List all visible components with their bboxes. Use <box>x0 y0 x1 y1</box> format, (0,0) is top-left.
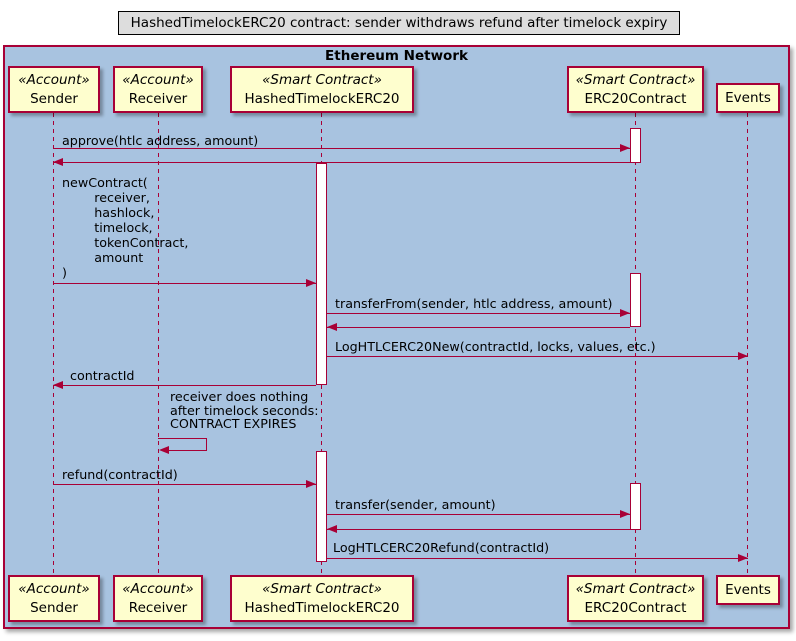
participant-erc20-bottom: «Smart Contract» ERC20Contract <box>567 575 704 622</box>
stereotype-label: «Smart Contract» <box>262 71 382 88</box>
participant-events-top: Events <box>716 83 780 113</box>
participant-name: Receiver <box>128 599 188 616</box>
stereotype-label: «Account» <box>122 71 194 88</box>
stereotype-label: «Smart Contract» <box>262 580 382 597</box>
arrowhead-right-icon <box>306 279 316 287</box>
activation-erc20-approve <box>630 128 641 163</box>
diagram-title-text: HashedTimelockERC20 contract: sender wit… <box>130 15 668 31</box>
message-contractid-label: contractId <box>70 368 135 383</box>
lifeline-receiver <box>158 113 159 575</box>
message-transfer-line <box>327 514 630 515</box>
participant-htlc-top: «Smart Contract» HashedTimelockERC20 <box>230 66 414 113</box>
stereotype-label: «Account» <box>18 580 90 597</box>
message-transferfrom-line <box>327 313 630 314</box>
lifeline-events <box>747 113 748 575</box>
message-contractid-line <box>53 385 316 386</box>
message-refund-line <box>53 484 316 485</box>
stereotype-label: «Account» <box>18 71 90 88</box>
arrowhead-right-icon <box>738 554 748 562</box>
activation-erc20-transferfrom <box>630 273 641 327</box>
participant-name: Receiver <box>128 90 188 107</box>
message-logrefund-label: LogHTLCERC20Refund(contractId) <box>333 540 550 555</box>
stereotype-label: «Smart Contract» <box>575 580 696 597</box>
arrowhead-right-icon <box>620 144 630 152</box>
participant-name: HashedTimelockERC20 <box>244 599 400 616</box>
participant-name: ERC20Contract <box>584 599 687 616</box>
message-transferfrom-label: transferFrom(sender, htlc address, amoun… <box>335 296 613 311</box>
participant-events-bottom: Events <box>716 575 780 605</box>
message-lognew-label: LogHTLCERC20New(contractId, locks, value… <box>335 339 656 354</box>
message-approve-line <box>53 148 630 149</box>
arrowhead-left-icon <box>327 525 337 533</box>
participant-sender-top: «Account» Sender <box>8 66 100 113</box>
arrowhead-right-icon <box>620 510 630 518</box>
participant-name: Events <box>725 89 771 106</box>
message-lognew-line <box>327 356 748 357</box>
self-message-bottom-line <box>163 450 207 451</box>
participant-receiver-bottom: «Account» Receiver <box>113 575 203 622</box>
arrowhead-left-icon <box>53 158 63 166</box>
self-message-right-line <box>206 438 207 451</box>
arrowhead-right-icon <box>738 352 748 360</box>
message-newcontract-line <box>53 283 316 284</box>
message-newcontract-label: newContract( receiver, hashlock, timeloc… <box>62 175 189 280</box>
frame-label: Ethereum Network <box>325 48 468 64</box>
arrowhead-left-icon <box>159 446 169 454</box>
message-transferfrom-return-line <box>327 327 630 328</box>
participant-name: HashedTimelockERC20 <box>244 90 400 107</box>
arrowhead-right-icon <box>306 480 316 488</box>
activation-htlc-refund <box>316 451 327 562</box>
arrowhead-right-icon <box>620 309 630 317</box>
message-refund-label: refund(contractId) <box>62 467 178 482</box>
self-message-top-line <box>158 438 207 439</box>
participant-sender-bottom: «Account» Sender <box>8 575 100 622</box>
participant-name: Events <box>725 581 771 598</box>
arrowhead-left-icon <box>53 381 63 389</box>
stereotype-label: «Smart Contract» <box>575 71 696 88</box>
diagram-title: HashedTimelockERC20 contract: sender wit… <box>118 11 680 35</box>
activation-erc20-transfer <box>630 483 641 530</box>
receiver-timeout-note: receiver does nothing after timelock sec… <box>170 389 319 431</box>
participant-name: Sender <box>30 90 78 107</box>
message-approve-return-line <box>53 162 630 163</box>
message-transfer-return-line <box>327 529 630 530</box>
stereotype-label: «Account» <box>122 580 194 597</box>
arrowhead-left-icon <box>327 323 337 331</box>
participant-name: ERC20Contract <box>584 90 687 107</box>
message-logrefund-line <box>327 558 748 559</box>
lifeline-sender <box>53 113 54 575</box>
activation-htlc-newcontract <box>316 163 327 385</box>
lifeline-erc20 <box>635 113 636 575</box>
participant-erc20-top: «Smart Contract» ERC20Contract <box>567 66 704 113</box>
message-approve-label: approve(htlc address, amount) <box>62 133 259 148</box>
participant-htlc-bottom: «Smart Contract» HashedTimelockERC20 <box>230 575 414 622</box>
participant-name: Sender <box>30 599 78 616</box>
participant-receiver-top: «Account» Receiver <box>113 66 203 113</box>
message-transfer-label: transfer(sender, amount) <box>335 497 496 512</box>
ethereum-network-frame <box>3 45 790 629</box>
